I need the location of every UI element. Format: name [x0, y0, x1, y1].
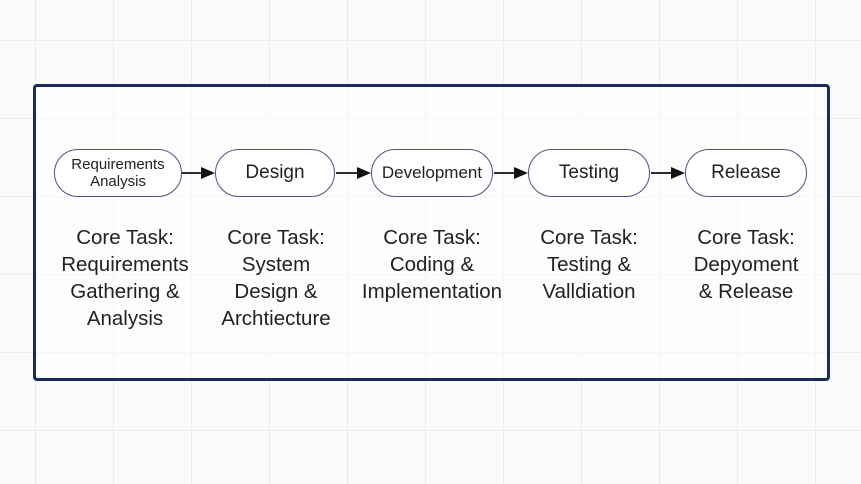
task-line: Design & [234, 280, 318, 303]
diagram-frame [33, 84, 830, 381]
stage-testing: Testing [528, 149, 650, 197]
task-line: & Release [698, 280, 794, 303]
task-line: Testing & [546, 253, 632, 276]
task-line: Core Task: [540, 226, 638, 249]
stage-label-line: Analysis [90, 173, 146, 190]
task-line: Gathering & [70, 280, 180, 303]
arrow-right-icon [494, 167, 528, 179]
arrow-right-icon [182, 167, 215, 179]
task-line: Core Task: [383, 226, 481, 249]
task-description-design: Core Task: System Design & Archtiecture [196, 224, 356, 332]
stage-label: Release [711, 162, 781, 183]
task-line: System [241, 253, 311, 276]
task-description-development: Core Task: Coding & Implementation [352, 224, 512, 305]
task-line: Coding & [389, 253, 475, 276]
task-line: Requirements [61, 253, 189, 276]
arrow-right-icon [336, 167, 371, 179]
task-line: Valldiation [542, 280, 636, 303]
stage-development: Development [371, 149, 493, 197]
task-description-release: Core Task: Depyoment & Release [666, 224, 826, 305]
stage-design: Design [215, 149, 335, 197]
stage-release: Release [685, 149, 807, 197]
stage-requirements-analysis: Requirements Analysis [54, 149, 182, 197]
stage-label: Testing [558, 162, 620, 183]
task-line: Implementation [361, 280, 503, 303]
task-line: Core Task: [697, 226, 795, 249]
task-line: Core Task: [227, 226, 325, 249]
stage-label: Design [245, 162, 305, 183]
task-line: Depyoment [693, 253, 799, 276]
task-description-requirements: Core Task: Requirements Gathering & Anal… [45, 224, 205, 332]
task-line: Core Task: [76, 226, 174, 249]
stage-label-line: Requirements [71, 156, 165, 173]
arrow-right-icon [651, 167, 685, 179]
task-line: Archtiecture [221, 307, 331, 330]
task-line: Analysis [86, 307, 164, 330]
task-description-testing: Core Task: Testing & Valldiation [509, 224, 669, 305]
stage-label: Development [381, 163, 483, 182]
